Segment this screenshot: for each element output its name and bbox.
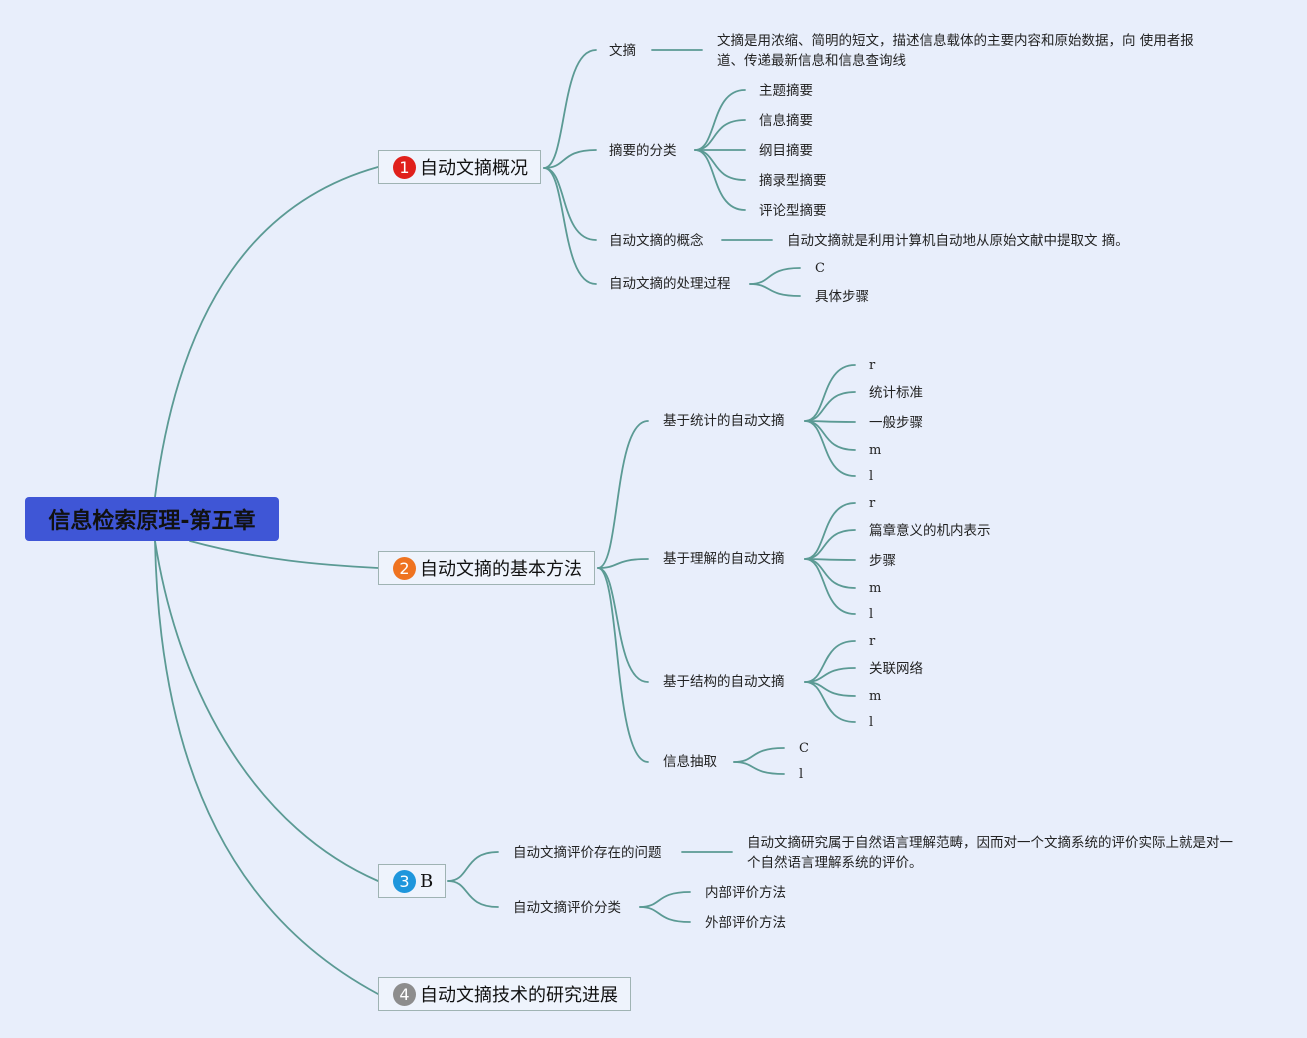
node-type-outline[interactable]: 纲目摘要 <box>759 143 813 159</box>
link-t1-fenlei <box>543 149 597 169</box>
link-guocheng-item-0 <box>749 267 801 285</box>
link-eval-item-0 <box>639 891 691 908</box>
priority-3-icon: 3 <box>393 869 416 893</box>
link-t3-fenlei <box>447 880 499 908</box>
node-process-steps[interactable]: 具体步骤 <box>815 289 869 305</box>
node-structural-m[interactable]: m <box>869 689 882 704</box>
topic-overview-label: 自动文摘概况 <box>420 158 528 179</box>
link-t2-lijie <box>597 558 649 569</box>
link-fenlei-item-0 <box>694 89 746 151</box>
node-statistical-l[interactable]: l <box>869 469 874 484</box>
node-statistical-steps[interactable]: 一般步骤 <box>869 415 923 431</box>
link-lijie-item-0 <box>804 502 856 560</box>
node-wenzhai[interactable]: 文摘 <box>609 43 636 59</box>
topic-basic-methods[interactable]: 2 自动文摘的基本方法 <box>378 551 595 585</box>
node-statistical-criteria[interactable]: 统计标准 <box>869 385 923 401</box>
topic-overview[interactable]: 1 自动文摘概况 <box>378 150 541 184</box>
link-root-topic2 <box>189 540 379 569</box>
link-t3-wenti <box>447 851 499 882</box>
node-understanding-l[interactable]: l <box>869 607 874 622</box>
link-tongji-item-1 <box>804 391 856 422</box>
link-t1-gainian <box>543 167 597 241</box>
link-chouqu-item-1 <box>733 761 785 775</box>
node-process[interactable]: 自动文摘的处理过程 <box>609 276 731 292</box>
link-t1-guocheng <box>543 167 597 285</box>
node-statistical[interactable]: 基于统计的自动文摘 <box>663 413 785 429</box>
node-eval-problems-definition[interactable]: 自动文摘研究属于自然语言理解范畴，因而对一个文摘系统的评价实际上就是对一 个自然… <box>747 835 1233 871</box>
node-type-review[interactable]: 评论型摘要 <box>759 203 827 219</box>
link-eval-item-1 <box>639 906 691 923</box>
node-structural-l[interactable]: l <box>869 715 874 730</box>
node-understanding-m[interactable]: m <box>869 581 882 596</box>
node-understanding-steps[interactable]: 步骤 <box>869 553 896 569</box>
topic-b-label: B <box>420 870 434 892</box>
link-root-topic4 <box>154 540 379 995</box>
node-abstract-types[interactable]: 摘要的分类 <box>609 143 677 159</box>
link-fenlei-item-1 <box>694 119 746 151</box>
link-lijie-item-1 <box>804 529 856 560</box>
topic-research-progress[interactable]: 4 自动文摘技术的研究进展 <box>378 977 631 1011</box>
node-statistical-r[interactable]: r <box>869 358 876 373</box>
node-extraction[interactable]: 信息抽取 <box>663 754 717 770</box>
node-eval-internal[interactable]: 内部评价方法 <box>705 885 786 901</box>
link-tongji-item-3 <box>804 420 856 451</box>
topic-research-progress-label: 自动文摘技术的研究进展 <box>420 985 618 1006</box>
link-lijie-item-3 <box>804 558 856 589</box>
node-type-extract[interactable]: 摘录型摘要 <box>759 173 827 189</box>
node-statistical-m[interactable]: m <box>869 443 882 458</box>
link-jiegou-item-3 <box>804 681 856 723</box>
priority-2-icon: 2 <box>393 556 416 580</box>
link-fenlei-item-4 <box>694 149 746 211</box>
node-eval-problems[interactable]: 自动文摘评价存在的问题 <box>513 845 662 861</box>
priority-4-icon: 4 <box>393 982 416 1006</box>
node-concept-definition[interactable]: 自动文摘就是利用计算机自动地从原始文献中提取文 摘。 <box>787 233 1129 249</box>
link-lijie-item-4 <box>804 558 856 615</box>
link-fenlei-item-3 <box>694 149 746 181</box>
priority-1-icon: 1 <box>393 155 416 179</box>
node-extraction-c[interactable]: C <box>799 741 809 756</box>
node-type-info[interactable]: 信息摘要 <box>759 113 813 129</box>
link-chouqu-item-0 <box>733 747 785 763</box>
link-guocheng-item-1 <box>749 283 801 297</box>
link-t2-jiegou <box>597 567 649 683</box>
link-root-topic1 <box>154 166 379 498</box>
link-jiegou-item-0 <box>804 640 856 683</box>
node-extraction-l[interactable]: l <box>799 767 804 782</box>
root-topic[interactable]: 信息检索原理-第五章 <box>25 497 279 541</box>
link-t2-tongji <box>597 420 649 569</box>
topic-basic-methods-label: 自动文摘的基本方法 <box>420 559 582 580</box>
node-understanding-representation[interactable]: 篇章意义的机内表示 <box>869 523 991 539</box>
node-structural-network[interactable]: 关联网络 <box>869 661 923 677</box>
node-process-c[interactable]: C <box>815 261 825 276</box>
link-root-topic3 <box>154 540 379 882</box>
node-structural[interactable]: 基于结构的自动文摘 <box>663 674 785 690</box>
link-t1-wenzhai <box>543 49 597 169</box>
node-concept[interactable]: 自动文摘的概念 <box>609 233 704 249</box>
node-type-topic[interactable]: 主题摘要 <box>759 83 813 99</box>
link-tongji-item-4 <box>804 420 856 477</box>
node-eval-external[interactable]: 外部评价方法 <box>705 915 786 931</box>
node-understanding[interactable]: 基于理解的自动文摘 <box>663 551 785 567</box>
node-understanding-r[interactable]: r <box>869 496 876 511</box>
topic-b[interactable]: 3 B <box>378 864 447 898</box>
node-eval-types[interactable]: 自动文摘评价分类 <box>513 900 621 916</box>
root-topic-label: 信息检索原理-第五章 <box>48 509 256 534</box>
node-structural-r[interactable]: r <box>869 634 876 649</box>
link-t2-chouqu <box>597 567 649 763</box>
node-wenzhai-definition[interactable]: 文摘是用浓缩、简明的短文，描述信息载体的主要内容和原始数据，向 使用者报道、传递… <box>717 33 1194 69</box>
link-tongji-item-0 <box>804 364 856 422</box>
